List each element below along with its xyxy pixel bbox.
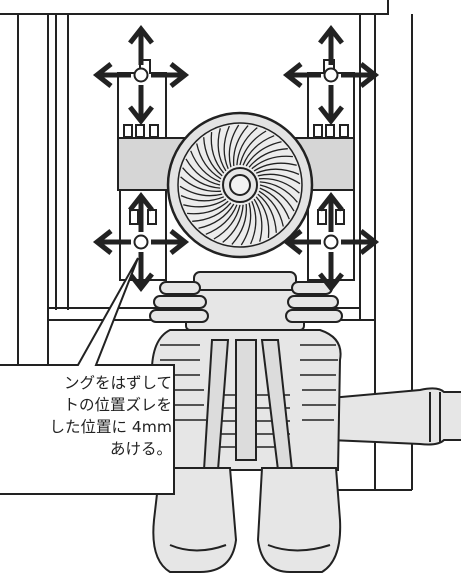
fan-blade [213,204,241,240]
fan-blade [236,127,258,166]
fan-blade [198,203,235,229]
fan-blade [250,200,257,245]
four-way-arrow-icon [287,29,375,121]
fan-blade [222,204,244,243]
fan-blade [251,155,293,170]
fan-blade [205,204,238,235]
fan-blade [203,137,223,177]
fan-blade [259,181,298,203]
fan-blade [223,125,230,170]
fan-blade [190,150,221,183]
fan-icon [166,111,314,259]
fan-blade [228,124,240,168]
fan-blade [196,143,222,180]
fan-blade [253,162,297,172]
fan-blade [257,193,277,233]
fan-blade [179,185,223,197]
callout-line: ングをはずして [63,374,172,392]
fan-blade [182,167,221,189]
fan-blade [185,158,221,186]
fan-blade [187,200,229,215]
fan-blade [240,202,252,246]
fan-blade [245,141,282,167]
four-way-arrow-icon [97,29,185,121]
fan-blade [259,184,295,212]
fan-blade [248,148,288,168]
callout-line: あける。 [109,440,172,458]
fan-blade [253,198,263,242]
fan-blade [257,173,301,185]
callout-line: した位置に 4mm [49,418,173,436]
fan-blade [259,187,290,220]
fan-blade [258,177,300,194]
fan-blade [217,128,227,172]
fan-blade [192,202,232,222]
fan-blade [183,198,227,208]
fan-unit [149,271,461,573]
fan-blade [231,203,248,245]
fan-blade [255,168,300,175]
fan-blade [180,176,222,193]
fan-blade [210,132,225,174]
fan-blade [232,125,249,167]
callout-text: ングをはずして トの位置ズレを した位置に 4mm あける。 [0,372,173,460]
callout-line: トの位置ズレを [63,396,172,414]
fan-blade [258,190,284,227]
fan-blade [239,130,267,166]
fan-blade [180,195,225,202]
fan-blade [255,196,270,238]
fan-blade [242,135,275,166]
callout-bubble [0,257,175,495]
